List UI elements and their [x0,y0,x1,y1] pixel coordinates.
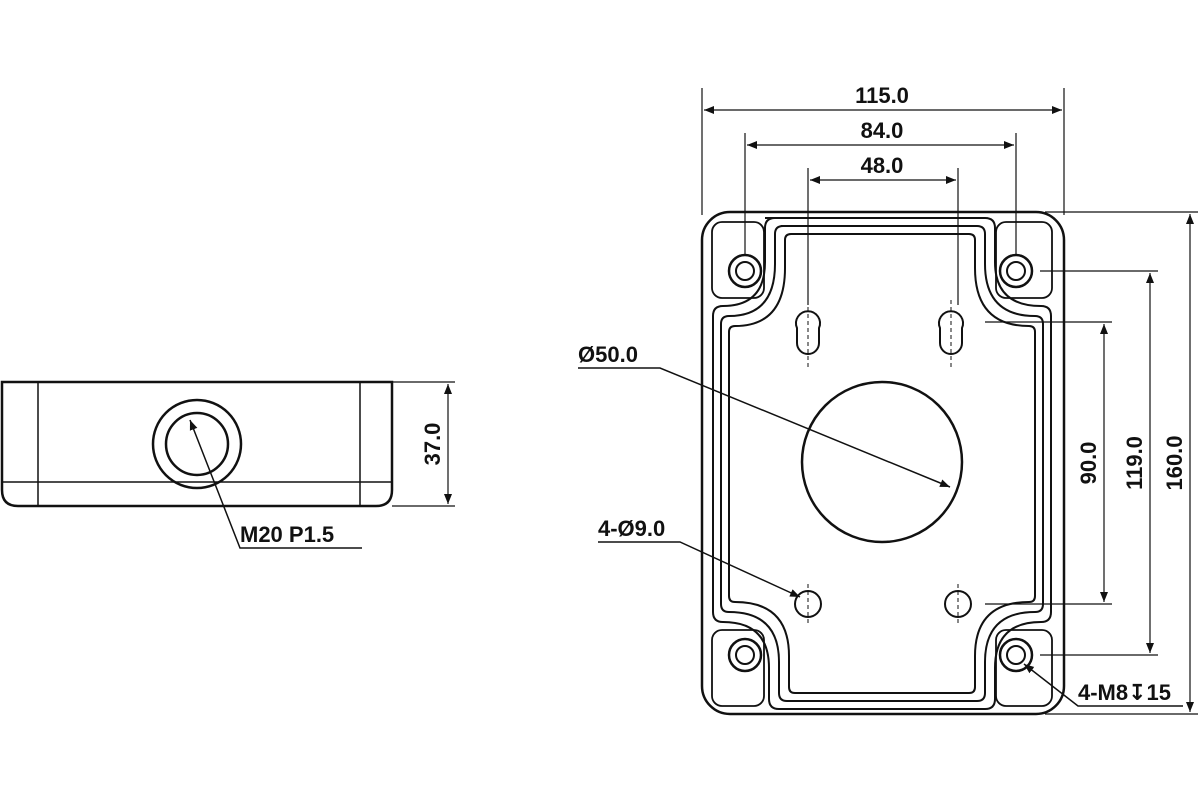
center-hole [800,380,964,544]
horizontal-dimensions: 115.0 84.0 48.0 [701,83,1065,305]
conduit-port-outer [151,398,243,490]
side-view: 37.0 M20 P1.5 [0,380,455,549]
keyhole-slots [795,300,964,370]
corner-screw-holes [727,253,1034,673]
center-hole-label: Ø50.0 [578,342,638,367]
conduit-port-inner [164,411,230,477]
corner-screws-label: 4-M8↧15 [1078,680,1171,705]
height-overall-label: 160.0 [1162,435,1187,490]
vertical-dimensions: 160.0 119.0 90.0 [985,211,1198,715]
thread-leader [189,419,362,549]
plan-view: 115.0 84.0 48.0 160.0 119.0 90.0 Ø50.0 4… [578,83,1198,716]
corner-pockets [711,221,1053,707]
small-holes-label: 4-Ø9.0 [598,516,665,541]
height-mount-label: 119.0 [1122,436,1147,490]
leaders: Ø50.0 4-Ø9.0 4-M8↧15 [578,342,1183,707]
box-outer-outline [700,210,1066,716]
height-inner-label: 90.0 [1076,442,1101,485]
thread-label: M20 P1.5 [240,522,334,547]
width-mount-label: 84.0 [861,118,904,143]
height-label: 37.0 [420,423,445,466]
box-side-outline [0,380,394,508]
gasket-channel [712,217,1052,710]
width-overall-label: 115.0 [855,83,909,108]
small-holes [794,584,972,624]
width-inner-label: 48.0 [861,153,904,178]
